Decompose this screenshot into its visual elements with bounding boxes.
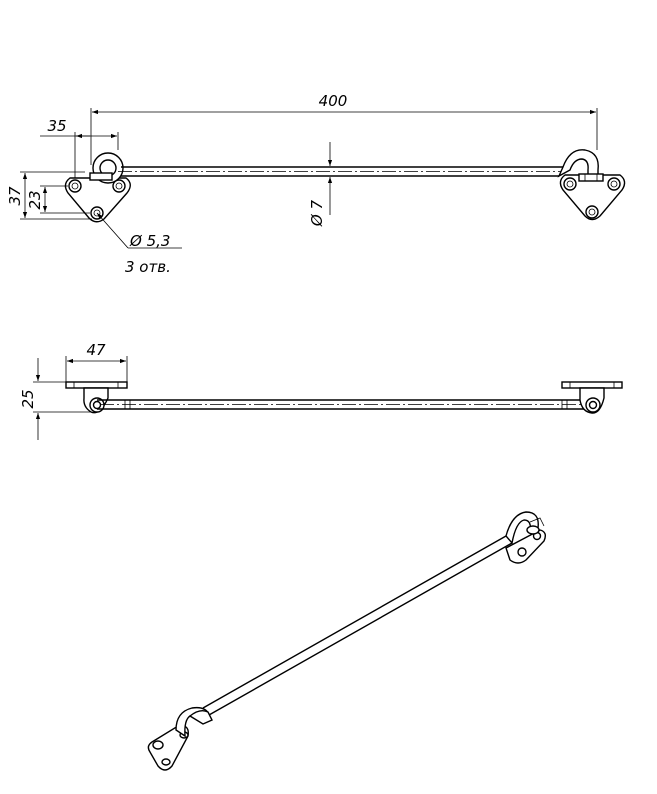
left-plate-hole-1: [68, 179, 82, 193]
rod-isometric: [202, 535, 513, 716]
right-plate-hole-1: [563, 177, 577, 191]
right-plate-edge: [561, 381, 623, 389]
left-plate-hole-2: [112, 179, 126, 193]
right-plate-hole-2: [607, 177, 621, 191]
dim-length-label: 400: [319, 92, 348, 110]
dim-offset-label: 35: [47, 117, 66, 135]
dim-height-hole-label: 23: [26, 190, 44, 209]
top-view: 400 35 37 23 Ø 7 Ø 5,3 3 отв.: [6, 92, 626, 276]
dim-rod-dia-label: Ø 7: [308, 199, 326, 227]
rod-top-view: [121, 166, 563, 177]
front-view: 47 25: [19, 341, 623, 440]
dim-projection-label: 25: [19, 389, 37, 408]
dim-hole-dia-label: Ø 5,3: [129, 232, 170, 250]
left-hook-base: [89, 172, 113, 181]
dim-hole-count-label: 3 отв.: [125, 258, 171, 276]
isometric-view: [147, 511, 547, 771]
dim-height-total-label: 37: [6, 186, 24, 206]
dim-plate-width-label: 47: [86, 341, 106, 359]
right-plate-hole-3: [585, 205, 599, 219]
rod-front-view: [97, 399, 590, 410]
